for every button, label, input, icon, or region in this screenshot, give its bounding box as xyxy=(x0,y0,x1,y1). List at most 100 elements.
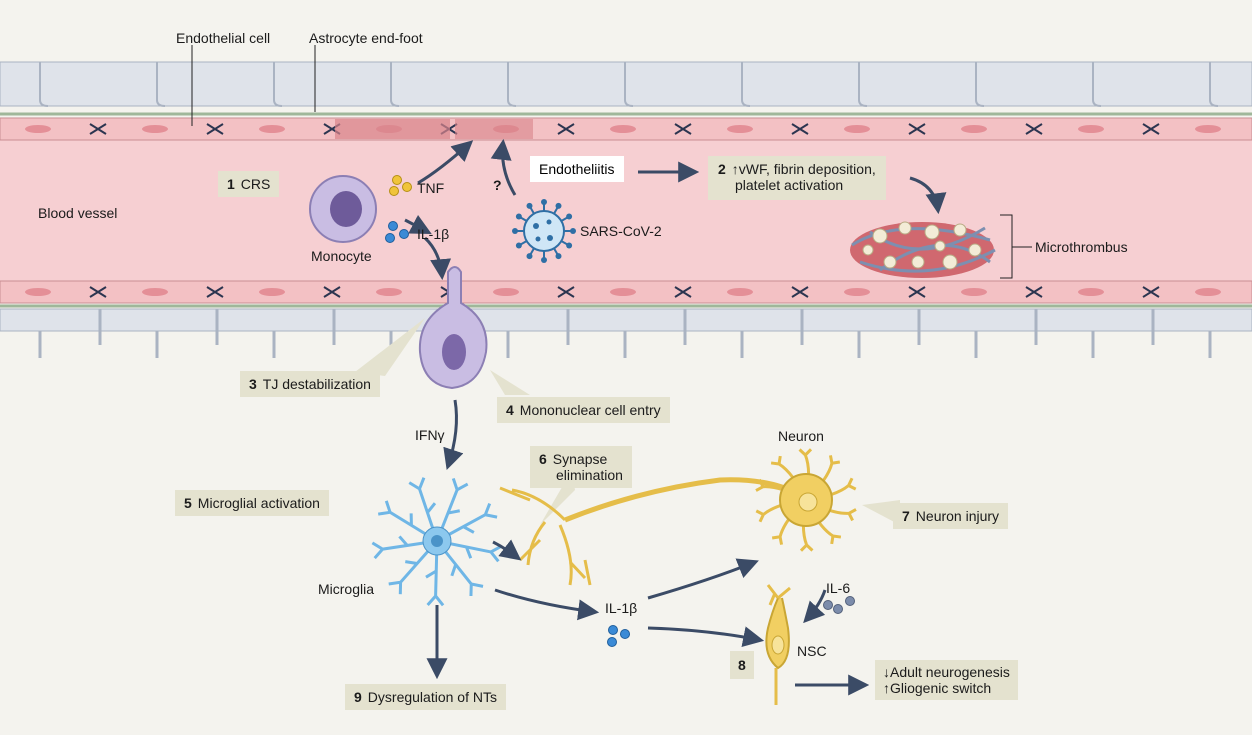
microglia-branch xyxy=(425,540,445,607)
astrocyte-foot xyxy=(974,309,1038,358)
step-2-line2: platelet activation xyxy=(735,177,844,193)
step-6-line1: Synapse xyxy=(552,451,608,467)
outcome-box: ↓Adult neurogenesis ↑Gliogenic switch xyxy=(875,660,1018,700)
astrocyte-foot xyxy=(1209,62,1219,107)
step-2-number: 2 xyxy=(718,161,726,177)
astrocyte-foot xyxy=(39,62,49,107)
microglia-branch xyxy=(408,477,439,542)
tight-junction-icon xyxy=(557,286,575,298)
label-il6: IL-6 xyxy=(826,580,851,596)
astrocyte-foot xyxy=(975,62,985,107)
tight-junction-icon xyxy=(1142,123,1160,135)
step-3-box: 3 TJ destabilization xyxy=(240,371,380,397)
spike-tip xyxy=(515,213,522,220)
inflamed-endothelial-cell xyxy=(335,119,450,139)
step-8-box: 8 xyxy=(730,651,754,679)
astrocyte-foot xyxy=(623,309,687,358)
microglia-branch xyxy=(371,535,438,560)
tight-junction-icon xyxy=(89,123,107,135)
spike-tip xyxy=(526,253,533,260)
astrocyte-foot xyxy=(507,62,517,107)
astrocyte-feet-top-group xyxy=(39,62,1219,107)
step-4-text: Mononuclear cell entry xyxy=(519,402,661,418)
microglia-branch xyxy=(435,540,484,597)
endothelial-nucleus xyxy=(1078,288,1104,296)
endothelial-nucleus xyxy=(844,288,870,296)
label-tnf: TNF xyxy=(417,180,445,196)
tight-junction-icon xyxy=(674,123,692,135)
outcome-line1: ↓Adult neurogenesis xyxy=(883,664,1010,680)
endothelial-nucleus xyxy=(493,288,519,296)
label-il1b-bottom: IL-1β xyxy=(605,600,638,616)
tight-junction-icon xyxy=(557,123,575,135)
endothelial-nucleus xyxy=(1195,288,1221,296)
spike xyxy=(560,240,568,246)
tight-junction-icon xyxy=(1025,123,1043,135)
label-microglia: Microglia xyxy=(318,581,375,597)
spike xyxy=(553,247,559,255)
endothelial-nucleus xyxy=(1078,125,1104,133)
endothelial-nucleus xyxy=(610,288,636,296)
endothelial-nucleus xyxy=(259,125,285,133)
endotheliitis-box: Endotheliitis xyxy=(530,156,624,182)
sars-cov-2-virion xyxy=(512,199,576,263)
step-3-text: TJ destabilization xyxy=(262,376,371,392)
label-nsc: NSC xyxy=(797,643,827,659)
inflamed-endothelial-cell xyxy=(455,119,533,139)
spike xyxy=(529,247,535,255)
microglia-branch xyxy=(435,477,469,542)
astrocyte-foot xyxy=(741,62,751,107)
label-sars-cov-2: SARS-CoV-2 xyxy=(580,223,662,239)
astrocyte-end-feet-bottom xyxy=(0,308,1252,332)
endothelial-cells-group xyxy=(25,119,1221,298)
dendrite-terminals xyxy=(499,486,592,586)
endothelial-nucleus xyxy=(844,125,870,133)
astrocyte-foot xyxy=(506,309,570,358)
microglia-branch xyxy=(377,500,438,543)
nsc-cell xyxy=(765,584,791,705)
step-4-box: 4 Mononuclear cell entry xyxy=(497,397,670,423)
label-ifng: IFNγ xyxy=(415,427,445,443)
tight-junction-icon xyxy=(791,123,809,135)
label-il1b-top: IL-1β xyxy=(417,226,450,242)
spike-tip xyxy=(566,213,573,220)
step-9-text: Dysregulation of NTs xyxy=(367,689,497,705)
il6-dots xyxy=(823,596,855,614)
endothelial-nucleus xyxy=(961,288,987,296)
step-3-number: 3 xyxy=(249,376,257,392)
spike-tip xyxy=(555,253,562,260)
step-2-box: 2↑vWF, fibrin deposition, platelet activ… xyxy=(708,156,886,200)
label-endothelial-cell: Endothelial cell xyxy=(176,30,271,46)
step-7-text: Neuron injury xyxy=(915,508,1000,524)
astrocyte-foot xyxy=(740,309,804,358)
spike xyxy=(560,216,568,222)
astrocyte-foot xyxy=(155,309,219,358)
astrocyte-foot xyxy=(858,62,868,107)
endothelial-nucleus xyxy=(727,125,753,133)
endothelial-nucleus xyxy=(25,125,51,133)
step-5-number: 5 xyxy=(184,495,192,511)
spike xyxy=(520,216,528,222)
endothelial-nucleus xyxy=(259,288,285,296)
monocyte-cell xyxy=(309,175,377,243)
astrocyte-foot xyxy=(272,309,336,358)
step-4-number: 4 xyxy=(506,402,514,418)
tight-junction-icon xyxy=(1025,286,1043,298)
il1b-dots-top xyxy=(385,221,409,243)
microglia-branch xyxy=(436,502,498,543)
spike-tip xyxy=(526,202,533,209)
neuron-cell xyxy=(755,448,857,552)
astrocyte-foot xyxy=(1091,309,1155,358)
il1b-dots-bottom xyxy=(607,625,630,647)
spike xyxy=(553,207,559,215)
astrocyte-foot xyxy=(624,62,634,107)
tight-junction-icon xyxy=(206,286,224,298)
tight-junction-icon xyxy=(791,286,809,298)
endothelial-nucleus xyxy=(25,288,51,296)
step-5-text: Microglial activation xyxy=(197,495,320,511)
endothelial-nucleus xyxy=(142,288,168,296)
spike-tip xyxy=(515,242,522,249)
